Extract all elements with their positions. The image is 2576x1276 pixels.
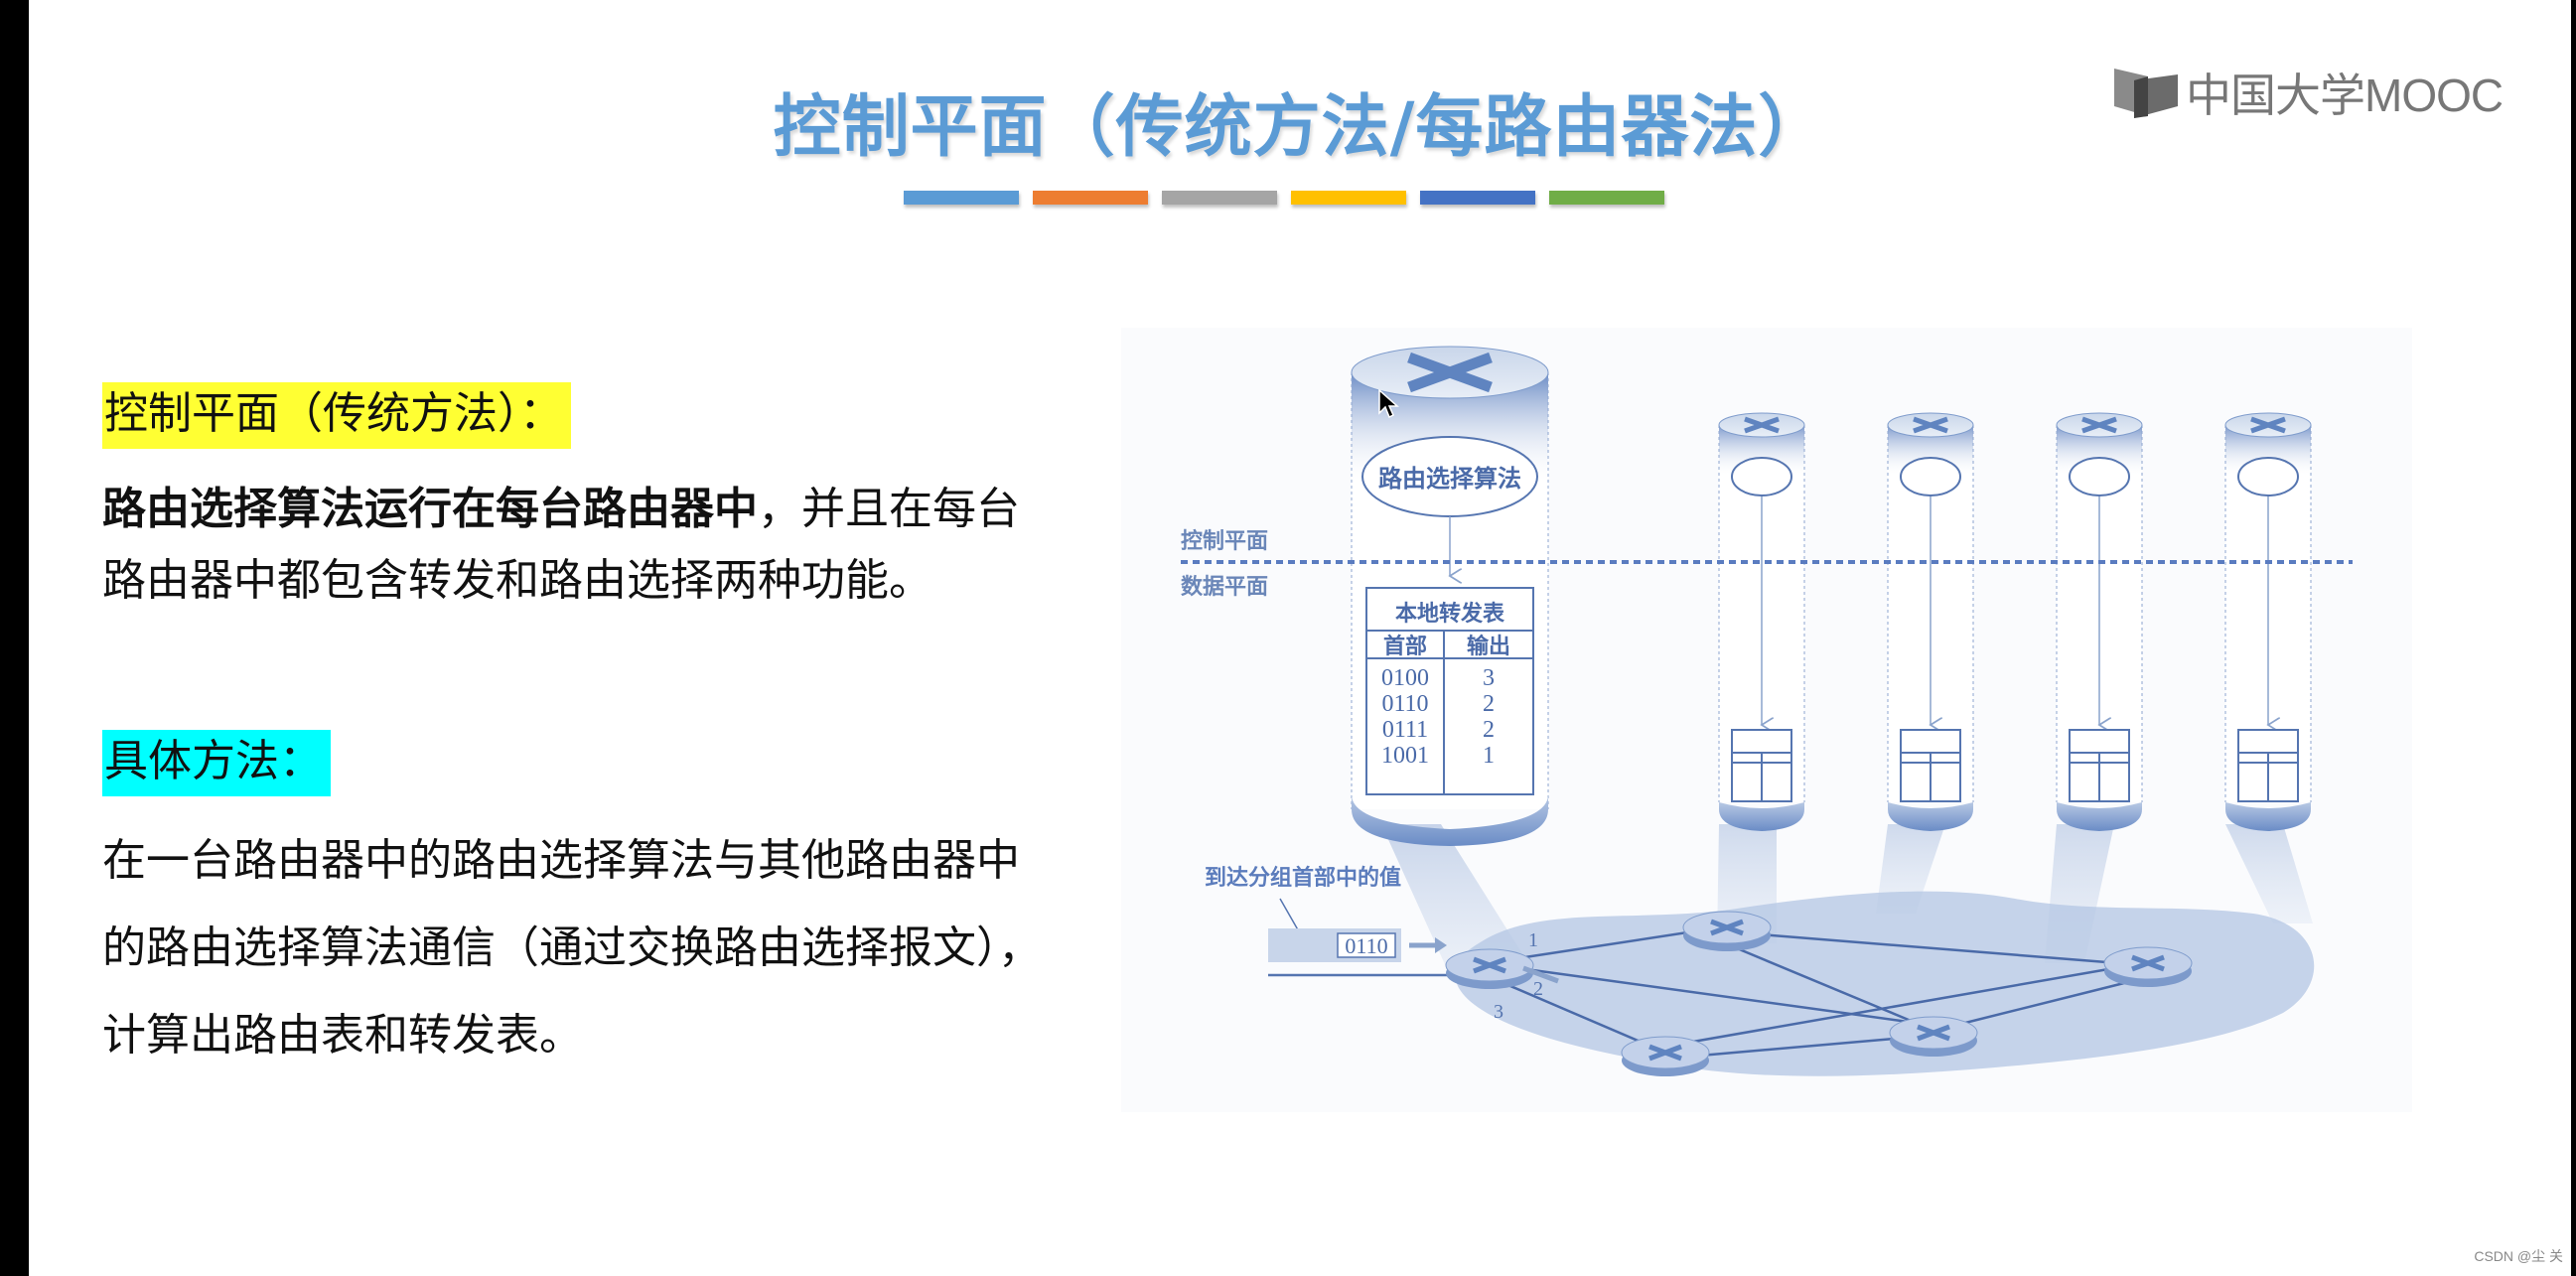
data-plane-label: 数据平面 <box>1181 574 1268 600</box>
svg-text:1001: 1001 <box>1381 743 1429 769</box>
color-bar-5 <box>1420 191 1535 205</box>
network-router-2 <box>1682 911 1772 951</box>
algorithm-label: 路由选择算法 <box>1378 464 1521 493</box>
svg-text:0110: 0110 <box>1381 691 1428 717</box>
color-bar-2 <box>1033 191 1148 205</box>
color-bar-6 <box>1549 191 1664 205</box>
router-cylinder-4 <box>2056 412 2143 831</box>
color-bar-4 <box>1291 191 1406 205</box>
logo-text: 中国大学MOOC <box>2186 70 2504 121</box>
slide: 控制平面（传统方法/每路由器法） 中国大学MOOC 控制平面（传统方法）： 路由… <box>29 0 2571 1276</box>
router-cylinder-2 <box>1718 412 1805 831</box>
router-cylinder-3 <box>1887 412 1974 831</box>
body-bold-text: 路由选择算法运行在每台路由器中 <box>102 484 758 534</box>
main-router-cylinder: 路由选择算法 本地转发表 首部 输出 0100 3 0110 2 0111 2 … <box>1351 346 1549 846</box>
per-router-control-diagram: 路由选择算法 本地转发表 首部 输出 0100 3 0110 2 0111 2 … <box>1121 328 2412 1112</box>
method-line-1: 在一台路由器中的路由选择算法与其他路由器中 <box>102 835 1020 886</box>
slide-title: 控制平面（传统方法/每路由器法） <box>773 88 1827 167</box>
port-label-2: 2 <box>1533 978 1543 1000</box>
section-body-method: 在一台路由器中的路由选择算法与其他路由器中 的路由选择算法通信（通过交换路由选择… <box>102 817 1175 1079</box>
network-router-5 <box>1621 1036 1710 1076</box>
port-label-3: 3 <box>1494 1001 1503 1023</box>
body-text-rest: ，并且在每台 <box>758 484 1020 534</box>
svg-text:首部: 首部 <box>1383 634 1427 659</box>
network-router-4 <box>1889 1016 1978 1057</box>
mooc-book-icon <box>2114 69 2178 118</box>
network-router-3 <box>2103 946 2193 987</box>
title-color-bars <box>904 191 1664 205</box>
method-line-2: 的路由选择算法通信（通过交换路由选择报文）， <box>102 922 1042 973</box>
csdn-watermark: CSDN @尘 关 <box>2474 1248 2563 1264</box>
section-heading-method: 具体方法： <box>102 730 331 796</box>
network-router-1 <box>1445 948 1534 989</box>
section-body-traditional: 路由选择算法运行在每台路由器中，并且在每台 路由器中都包含转发和路由选择两种功能… <box>102 474 1175 617</box>
router-cylinder-5 <box>2224 412 2312 831</box>
svg-text:2: 2 <box>1483 691 1495 717</box>
control-plane-label: 控制平面 <box>1181 528 1268 554</box>
color-bar-3 <box>1162 191 1277 205</box>
packet-value: 0110 <box>1345 933 1387 958</box>
packet-label: 到达分组首部中的值 <box>1205 865 1401 891</box>
svg-text:1: 1 <box>1483 743 1495 769</box>
svg-text:2: 2 <box>1483 717 1495 743</box>
mouse-cursor-icon <box>1378 389 1399 419</box>
port-label-1: 1 <box>1528 929 1538 951</box>
forwarding-table-title: 本地转发表 <box>1395 601 1505 627</box>
method-line-3: 计算出路由表和转发表。 <box>102 1010 583 1061</box>
svg-text:输出: 输出 <box>1467 634 1510 659</box>
mooc-logo: 中国大学MOOC <box>2112 60 2504 125</box>
svg-text:0111: 0111 <box>1382 717 1428 743</box>
section-heading-traditional: 控制平面（传统方法）： <box>102 382 571 449</box>
color-bar-1 <box>904 191 1019 205</box>
svg-text:3: 3 <box>1483 665 1495 691</box>
body-text-line2: 路由器中都包含转发和路由选择两种功能。 <box>102 555 932 606</box>
svg-text:0100: 0100 <box>1381 665 1429 691</box>
